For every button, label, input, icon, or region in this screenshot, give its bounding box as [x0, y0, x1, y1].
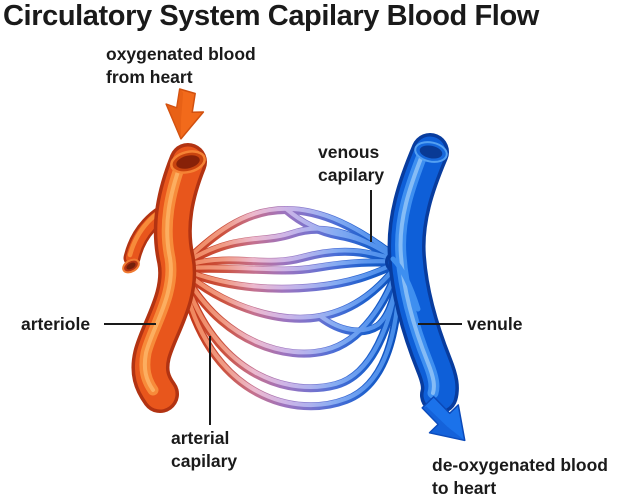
label-venous-capilary: venous capilary — [318, 141, 384, 187]
label-line: arteriole — [21, 314, 91, 334]
venule-vessel — [385, 133, 459, 414]
label-venule: venule — [467, 313, 522, 336]
label-line: arterial — [171, 428, 230, 448]
label-arterial-capilary: arterial capilary — [171, 427, 237, 473]
capillary-strand-highlight — [183, 279, 402, 407]
capillary-strand-highlight — [189, 261, 398, 290]
arteriole-vessel — [122, 143, 207, 413]
label-line: capilary — [318, 165, 385, 185]
label-line: to heart — [432, 478, 497, 498]
label-line: venule — [467, 314, 523, 334]
capillary-strand-highlight — [317, 282, 399, 333]
capillary-strand-highlight — [185, 274, 400, 389]
label-line: oxygenated blood — [106, 44, 256, 64]
label-line: venous — [318, 142, 380, 162]
venule-fork-highlight — [390, 256, 421, 312]
venule-opening — [414, 141, 448, 163]
capillary-strand-highlight — [189, 259, 398, 272]
arteriole-tube-sheen — [142, 161, 183, 392]
page-title: Circulatory System Capilary Blood Flow — [3, 0, 539, 32]
label-line: capilary — [171, 451, 238, 471]
label-line: from heart — [106, 67, 193, 87]
label-arteriole: arteriole — [21, 313, 90, 336]
capillary-network — [182, 205, 403, 411]
deoxygenated-flow-arrow-icon — [421, 395, 466, 442]
arteriole-opening — [170, 150, 206, 174]
oxygenated-flow-arrow-icon — [165, 88, 205, 140]
venule-tube-sheen — [398, 151, 436, 395]
label-line: de-oxygenated blood — [432, 455, 608, 475]
capillary-strand-highlight — [187, 269, 399, 355]
capillary-strand-highlight — [283, 206, 398, 259]
pointer-lines — [104, 190, 462, 425]
capillary-strand-highlight — [189, 248, 398, 266]
label-oxygenated-blood: oxygenated blood from heart — [106, 43, 256, 89]
label-deoxygenated-blood: de-oxygenated blood to heart — [432, 454, 608, 500]
arteriole-branch-opening — [122, 258, 140, 274]
